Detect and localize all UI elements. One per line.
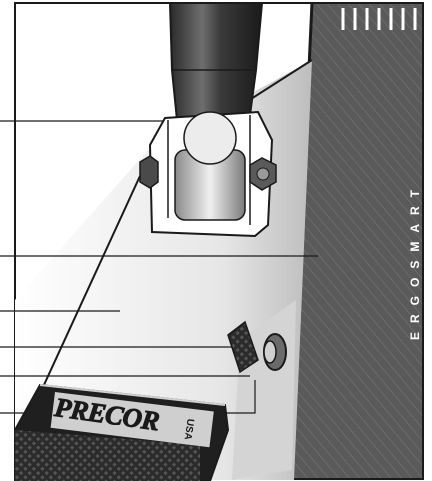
ergosmart-label: ERGOSMART [408, 181, 422, 340]
bolt-right [249, 157, 277, 191]
pedal [14, 383, 230, 481]
scale-ticks [341, 8, 417, 30]
leader-lines [0, 120, 318, 414]
brand-suffix: USA [181, 418, 196, 441]
adjustment-knob [227, 320, 287, 374]
bolt-left [139, 155, 159, 189]
clevis-bracket [139, 110, 277, 238]
